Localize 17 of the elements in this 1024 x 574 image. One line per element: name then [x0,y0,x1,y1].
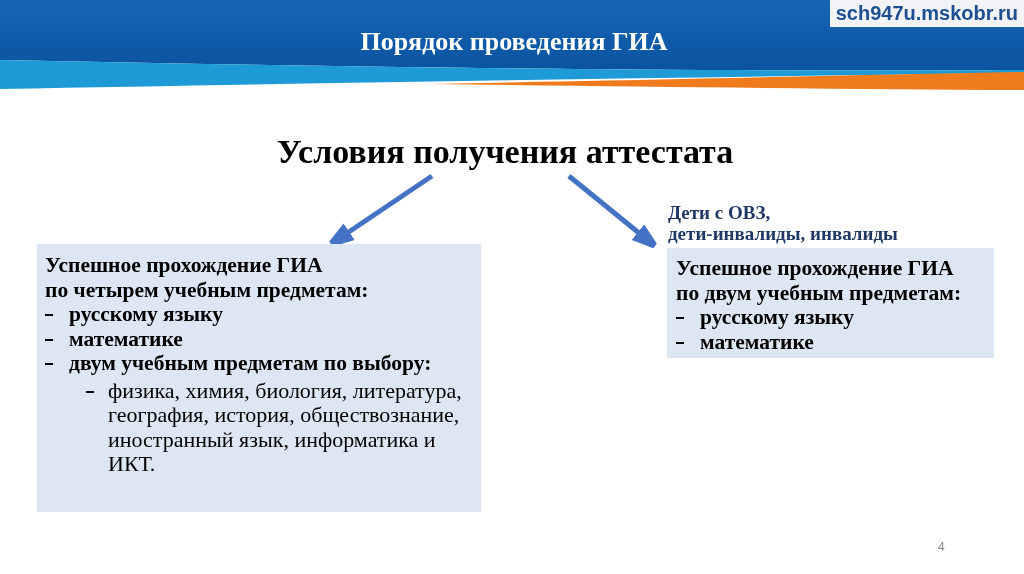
requirement-heading: по четырем учебным предметам: [45,277,369,302]
subject-item: математике [69,326,183,351]
subject-item: русскому языку [69,302,223,327]
subject-item: двум учебным предметам по выбору: [69,351,432,376]
group-heading: Дети с ОВЗ, [668,202,771,223]
elective-subjects-text: физика, химия, биология, литература, география, история, обществознание, иностранный язык, информатика и ИКТ. [108,378,463,477]
requirement-heading: Успешное прохождение ГИА [676,256,954,281]
requirement-heading: по двум учебным предметам: [676,280,962,305]
website-address: sch947u.mskobr.ru [829,0,1024,27]
requirements-box [37,244,481,512]
group-heading: дети-инвалиды, инвалиды [668,223,898,244]
subject-item: математике [700,329,814,354]
slide-title: Порядок проведения ГИА [360,27,668,57]
heading-text: Условия получения аттестата [276,132,734,172]
page-number: 4 [938,540,945,554]
subject-item: русскому языку [700,305,854,330]
requirement-heading: Успешное прохождение ГИА [45,253,323,278]
